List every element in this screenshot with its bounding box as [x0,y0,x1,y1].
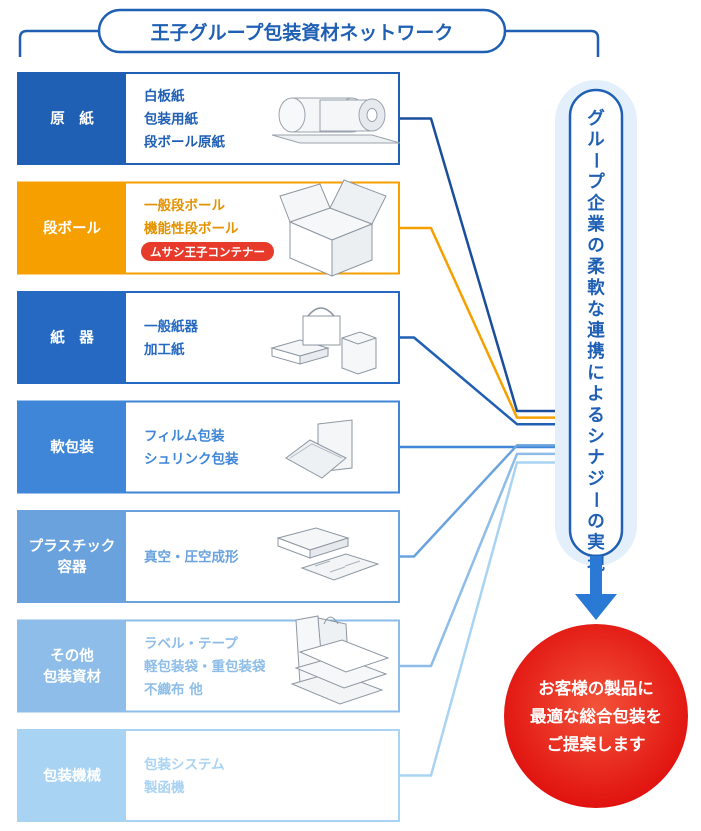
category-label: 原 紙 [50,110,94,128]
category-label-bg [18,73,126,164]
synergy-char: 柔 [586,257,605,277]
result-line-1: お客様の製品に [538,678,654,698]
paper-container-icon [270,307,377,375]
cardboard-box-icon [279,179,387,277]
category-item: 一般段ボール [144,197,225,214]
synergy-char: グ [587,108,605,129]
connector-lines [399,117,569,777]
synergy-char: ル [587,130,605,150]
synergy-char: よ [587,385,605,405]
category-label-bg [18,730,126,821]
synergy-char: 携 [587,341,605,362]
category-item: 一般紙器 [144,318,198,335]
category-item: 加工紙 [143,341,185,358]
film-pouch-icon [285,419,353,479]
synergy-char: ジ [587,469,605,489]
synergy-char: に [587,363,605,383]
connector-line-包装機械 [399,461,569,777]
synergy-char: シ [587,427,605,447]
category-label: プラスチック [29,538,116,555]
synergy-char: ナ [587,448,605,468]
category-label: 包装資材 [43,668,101,686]
category-item: 機能性段ボール [144,220,239,237]
category-item: フィルム包装 [144,428,225,445]
synergy-char: の [587,512,605,532]
category-label-bg [18,182,126,274]
result-line-3: ご提案します [547,734,646,754]
category-label-bg [18,401,126,493]
connector-line-その他包装資材 [399,452,569,668]
header-pill [97,8,507,54]
synergy-char: プ [587,172,605,193]
synergy-capsule: グループ企業の柔軟な連携によるシナジーの実現 [555,80,637,574]
synergy-char: ー [585,152,605,170]
header-bracket: 王子グループ包装資材ネットワーク [18,8,600,57]
category-item: 製函機 [143,779,185,796]
synergy-char: 連 [587,320,605,341]
bags-icon [290,615,390,705]
plastic-tray-icon [276,527,380,581]
category-label-bg [18,620,126,712]
company-badge [141,242,274,261]
result-circle-shape [504,624,688,808]
synergy-char: な [587,300,605,320]
connector-line-プラスチック容器 [399,444,569,558]
synergy-char: の [587,236,605,256]
category-label: 包装機械 [43,767,101,785]
synergy-char: 軟 [587,278,605,299]
bracket-line [18,29,600,57]
result-line-2: 最適な総合包装を [530,706,662,726]
category-label-bg [18,292,126,383]
category-item: 不織布 他 [144,681,203,698]
category-item: ラベル・テープ [144,636,238,652]
category-item: 段ボール原紙 [144,134,225,151]
connector-line-原紙 [399,117,569,413]
down-arrow [575,556,617,620]
category-label: その他 [50,647,94,665]
synergy-char: ー [585,491,605,509]
category-item: 軽包装袋・重包装袋 [144,658,266,675]
synergy-char: 業 [586,214,605,235]
paper-roll-icon [271,97,401,144]
synergy-char: る [587,406,605,426]
category-item: 包装用紙 [144,111,198,128]
category-label: 紙 器 [50,329,94,347]
category-label: 軟包装 [50,438,94,456]
connector-line-段ボール [399,226,569,419]
category-item: 白板紙 [144,88,185,105]
category-label: 容器 [57,558,87,576]
category-item: 真空・圧空成形 [144,549,239,566]
result-circle: お客様の製品に 最適な総合包装を ご提案します [504,624,688,808]
synergy-char: 企 [586,193,605,214]
header-title: 王子グループ包装資材ネットワーク [151,21,454,44]
connector-line-紙器 [399,336,569,426]
company-badge-label: ムサシ王子コンテナー [150,245,265,259]
synergy-char: 実 [587,532,605,553]
category-label-bg [18,511,126,602]
category-item: 包装システム [144,756,225,773]
category-item: シュリンク包装 [144,451,239,468]
category-label: 段ボール [43,219,101,237]
